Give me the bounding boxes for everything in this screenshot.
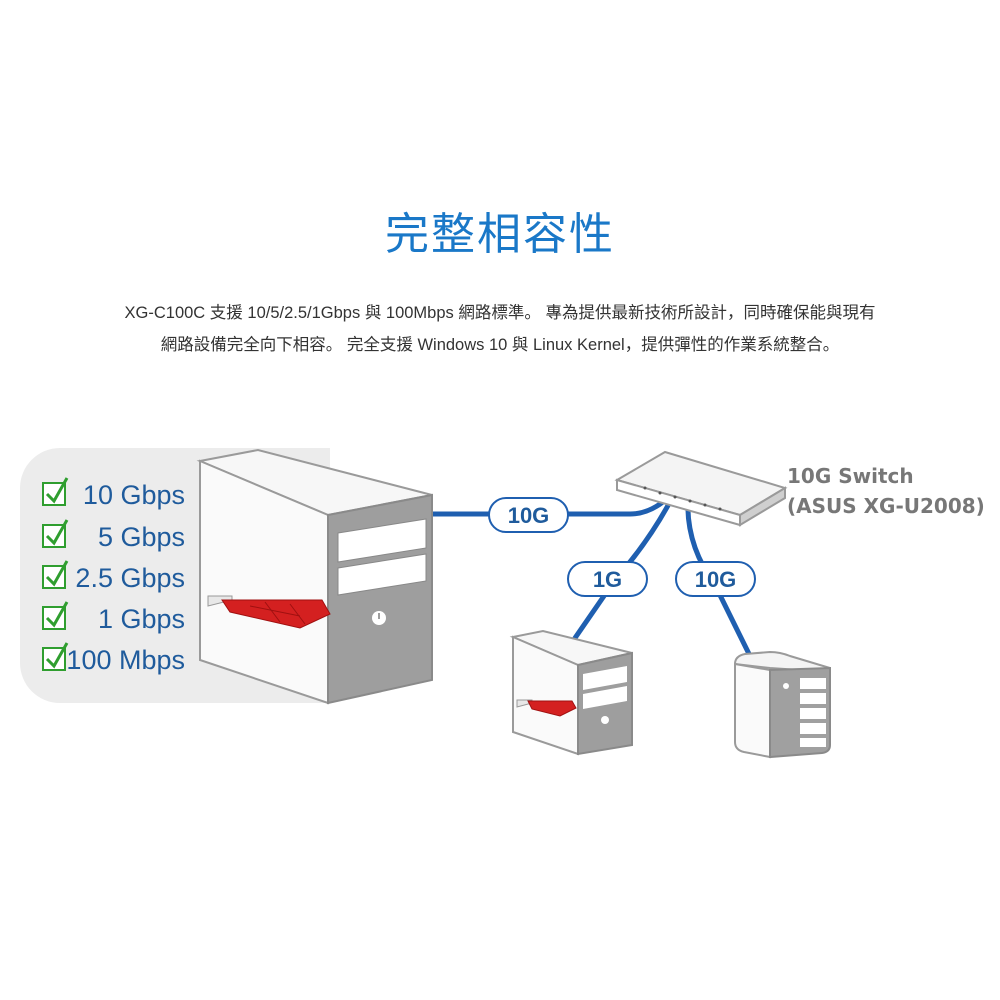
speed-item-100mbps: 100 Mbps: [42, 642, 185, 675]
speed-label: 5 Gbps: [98, 522, 185, 552]
speed-label: 1 Gbps: [98, 604, 185, 634]
speed-item-10gbps: 10 Gbps: [42, 477, 185, 510]
speed-label: 10 Gbps: [83, 480, 185, 510]
link-badge-label: 1G: [593, 567, 622, 592]
page-title: 完整相容性: [385, 209, 615, 260]
switch-label-name: 10G Switch: [787, 464, 914, 488]
link-badge-pc: 1G: [567, 561, 648, 597]
speed-label: 100 Mbps: [66, 645, 185, 675]
checkmark-icon: [45, 560, 69, 587]
description-line-2: 網路設備完全向下相容。 完全支援 Windows 10 與 Linux Kern…: [160, 336, 840, 354]
link-badge-nas: 10G: [675, 561, 756, 597]
checkmark-icon: [45, 601, 69, 628]
switch-device-icon: [614, 450, 788, 527]
speed-label: 2.5 Gbps: [75, 563, 185, 593]
speed-item-2-5gbps: 2.5 Gbps: [42, 560, 185, 593]
checkmark-icon: [45, 519, 69, 546]
speed-item-5gbps: 5 Gbps: [42, 519, 185, 552]
speed-item-1gbps: 1 Gbps: [42, 601, 185, 634]
network-card-icon: [516, 699, 577, 717]
checkmark-icon: [45, 477, 69, 504]
main-pc-tower-icon: [196, 448, 433, 705]
network-card-icon: [207, 595, 331, 629]
link-badge-label: 10G: [695, 567, 737, 592]
link-badge-label: 10G: [508, 503, 550, 528]
client-pc-tower-icon: [509, 629, 633, 756]
checkmark-icon: [45, 642, 69, 669]
switch-label-model: (ASUS XG-U2008): [787, 494, 985, 518]
description-line-1: XG-C100C 支援 10/5/2.5/1Gbps 與 100Mbps 網路標…: [124, 304, 876, 322]
link-badge-main: 10G: [488, 497, 569, 533]
nas-storage-icon: [733, 650, 831, 759]
